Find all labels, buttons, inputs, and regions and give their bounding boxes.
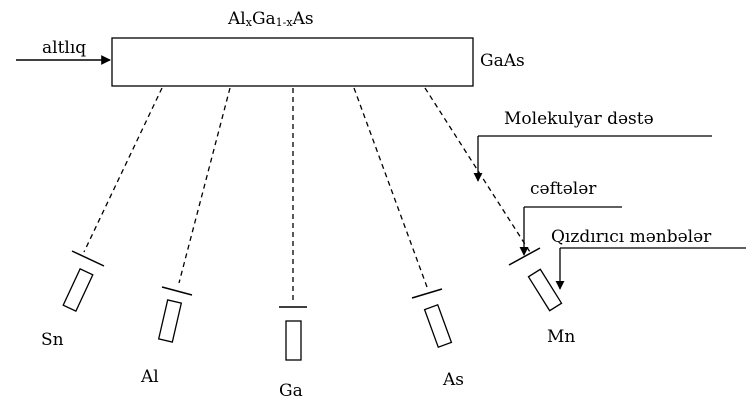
- crucible: [527, 268, 563, 312]
- source-label: Sn: [41, 330, 64, 350]
- beam-line: [353, 87, 428, 288]
- beam-line: [424, 87, 531, 253]
- beam-line: [178, 87, 231, 284]
- source-label: Mn: [547, 327, 575, 347]
- shutters-label: cəftələr: [530, 179, 597, 199]
- heating-sources-label: Qızdırıcı mənbələr: [551, 227, 712, 247]
- crucible: [157, 299, 183, 343]
- source-label: Ga: [279, 381, 303, 401]
- altliq-label: altlıq: [42, 38, 86, 58]
- shutter: [411, 288, 443, 299]
- shutter: [508, 247, 541, 266]
- source-label: As: [442, 370, 464, 390]
- substrate-formula: AlxGa1-xAs: [227, 9, 314, 29]
- source-al: Al: [140, 87, 231, 387]
- shutter: [71, 250, 105, 267]
- source-as: As: [353, 87, 464, 390]
- source-ga: Ga: [279, 88, 307, 401]
- beam-line: [83, 87, 163, 253]
- source-sn: Sn: [41, 87, 163, 350]
- shutter: [161, 286, 193, 296]
- molecular-beam-label: Molekulyar dəstə: [504, 109, 654, 129]
- source-mn: Mn: [424, 87, 575, 347]
- crucible: [423, 303, 453, 349]
- crucible: [62, 268, 94, 312]
- gaas-label: GaAs: [480, 51, 525, 71]
- source-label: Al: [140, 367, 159, 387]
- substrate-box: [111, 37, 474, 87]
- crucible: [285, 320, 302, 361]
